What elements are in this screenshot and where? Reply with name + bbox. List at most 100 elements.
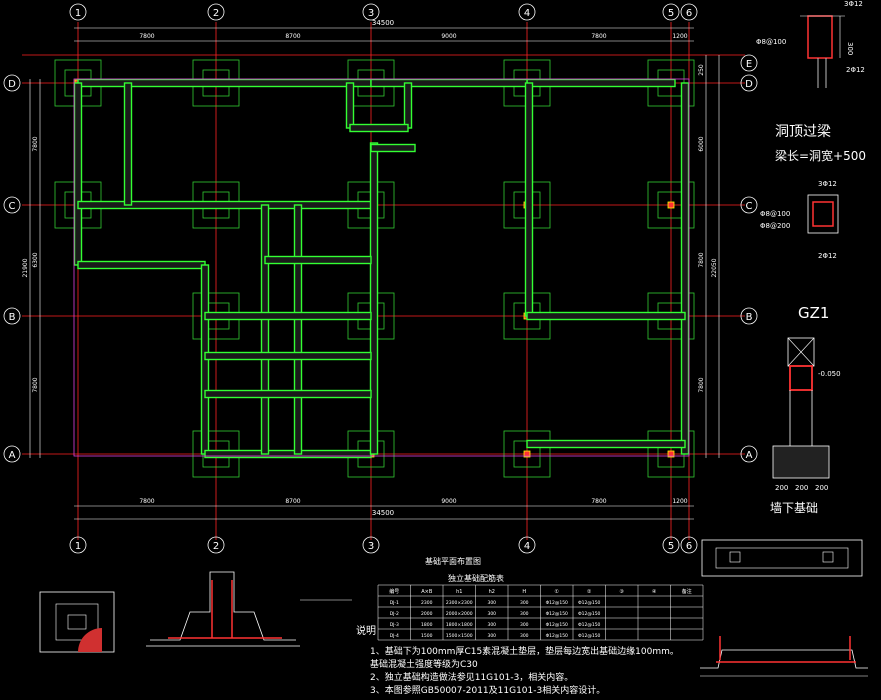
note-line-1: 1、基础下为100mm厚C15素混凝土垫层，垫层每边宽出基础边缘100mm。 <box>370 645 679 657</box>
wall-c-left <box>77 200 372 210</box>
table-header-0: 编号 <box>389 588 399 595</box>
table-header-3: h2 <box>489 589 495 595</box>
column-16 <box>523 450 531 458</box>
axis-label-top-6: 6 <box>686 8 692 19</box>
table-cell-1-4: 300 <box>520 611 529 617</box>
axis-label-top-3: 3 <box>368 8 374 19</box>
table-header-7: ③ <box>620 589 624 595</box>
wall-found-level: -0.050 <box>818 370 841 378</box>
dim-top-span-4: 1200 <box>672 33 687 40</box>
table-cell-1-0: DJ-2 <box>390 611 399 617</box>
gz1-stirrup-1: Φ8@100 <box>760 210 790 218</box>
wall-a-left <box>204 449 372 459</box>
dim-bottom-span-1: 8700 <box>285 498 300 505</box>
axis-bubble-bottom-6 <box>680 536 698 554</box>
wall-footing <box>772 445 830 479</box>
table-cell-3-4: 300 <box>520 633 529 639</box>
axis-bubble-bottom-5 <box>662 536 680 554</box>
axis-bubble-left-0 <box>3 74 21 92</box>
table-cell-0-0: DJ-1 <box>390 600 399 606</box>
table-cell-2-6: Φ12@150 <box>578 622 600 628</box>
table-header-6: ② <box>587 589 592 595</box>
table-cell-3-6: Φ12@150 <box>578 633 600 639</box>
axis-label-top-2: 2 <box>213 8 219 19</box>
column-17 <box>667 450 675 458</box>
axis-label-left-1: C <box>9 201 16 212</box>
axis-label-right-3: B <box>746 312 753 323</box>
dim-bottom-total: 34500 <box>372 509 394 517</box>
table-cell-1-3: 300 <box>487 611 496 617</box>
dimension-lines <box>29 27 720 520</box>
dim-right-span-0: 250 <box>698 64 705 76</box>
table-cell-3-1: 1500 <box>421 633 433 639</box>
wall-stair-4 <box>370 143 416 153</box>
wall-foundation-title: 墙下基础 <box>770 501 818 515</box>
lintel-title: 洞顶过梁 <box>775 124 831 140</box>
table-header-9: 备注 <box>682 588 692 595</box>
axis-bubble-top-1 <box>69 3 87 21</box>
axis-bubble-left-3 <box>3 445 21 463</box>
table-cell-2-5: Φ12@150 <box>546 622 568 628</box>
axis-label-bottom-5: 5 <box>668 541 674 552</box>
table-cell-2-2: 1800×1800 <box>446 622 473 628</box>
table-header-5: ① <box>555 589 560 595</box>
plan-label: 基础平面布置图 <box>425 556 481 566</box>
dim-bottom-span-2: 9000 <box>441 498 456 505</box>
axis-label-top-5: 5 <box>668 8 674 19</box>
axis-label-right-4: A <box>746 450 753 461</box>
lintel-subtitle: 梁长=洞宽+500 <box>775 148 866 163</box>
lintel-top-rebar: 3Φ12 <box>844 0 863 8</box>
dim-top-span-2: 9000 <box>441 33 456 40</box>
wall-a60 <box>204 389 372 399</box>
dim-bottom-span-4: 1200 <box>672 498 687 505</box>
notes-heading: 说明 <box>356 624 376 637</box>
dim-right-span-3: 7800 <box>698 377 705 392</box>
wall-d-right <box>526 78 676 88</box>
axis-bubble-right-2 <box>740 196 758 214</box>
foundation-walls <box>73 78 690 459</box>
dim-top-span-3: 7800 <box>591 33 606 40</box>
column-9 <box>667 201 675 209</box>
note-line-4: 3、本图参照GB50007-2011及11G101-3相关内容设计。 <box>370 684 605 696</box>
axis-bubble-bottom-2 <box>207 536 225 554</box>
table-cell-3-0: DJ-4 <box>390 633 399 639</box>
wall-int-1 <box>123 82 133 206</box>
axis-label-right-2: C <box>746 201 753 212</box>
axis-bubble-bottom-3 <box>362 536 380 554</box>
lintel-section <box>807 15 833 59</box>
axis-label-bottom-3: 3 <box>368 541 374 552</box>
wall-stair-1 <box>345 82 355 129</box>
table-cell-0-6: Φ12@150 <box>578 600 600 606</box>
table-cell-0-4: 300 <box>520 600 529 606</box>
table-cell-0-3: 300 <box>487 600 496 606</box>
table-cell-2-0: DJ-3 <box>390 622 399 628</box>
dim-left-span-1: 6300 <box>32 252 39 267</box>
axis-label-left-0: D <box>8 79 16 90</box>
wall-c55 <box>264 255 372 265</box>
axis-bubble-top-2 <box>207 3 225 21</box>
dim-bottom-span-3: 7800 <box>591 498 606 505</box>
wall-c60 <box>77 260 206 270</box>
axis-label-left-2: B <box>9 312 16 323</box>
axis-bubble-right-3 <box>740 307 758 325</box>
dim-right-span-2: 7800 <box>698 252 705 267</box>
table-header-2: h1 <box>456 589 462 595</box>
table-cell-1-5: Φ12@150 <box>546 611 568 617</box>
dim-left-total: 21900 <box>22 258 29 277</box>
wall-a-right <box>526 439 686 449</box>
axis-bubble-bottom-1 <box>69 536 87 554</box>
wall-found-dim-2: 200 <box>795 484 808 492</box>
wall-d-mid <box>370 78 528 88</box>
wall-b40 <box>204 351 372 361</box>
axis-label-right-0: E <box>746 59 752 70</box>
table-cell-3-5: Φ12@150 <box>546 633 568 639</box>
axis-label-right-1: D <box>745 79 753 90</box>
dim-right-total: 22050 <box>711 258 718 277</box>
wall-stair-2 <box>403 82 413 129</box>
table-cell-1-6: Φ12@150 <box>578 611 600 617</box>
axis-label-bottom-1: 1 <box>75 541 81 552</box>
